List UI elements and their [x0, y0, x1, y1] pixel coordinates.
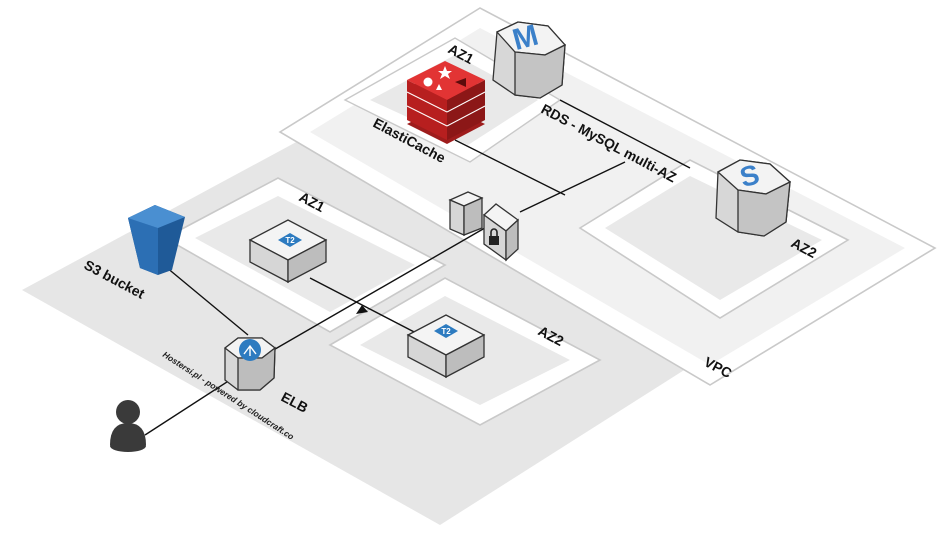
- ec2-b-type: T2: [441, 327, 451, 336]
- elb-node[interactable]: [223, 337, 277, 391]
- load-balancer-icon: [239, 339, 261, 361]
- ec2-instance-a[interactable]: T2: [248, 219, 328, 284]
- gateway-node[interactable]: [448, 191, 520, 262]
- star-icon: [438, 66, 452, 79]
- arrow-head: [356, 305, 368, 314]
- wedge-icon: [455, 78, 466, 87]
- conn-gateway-rds-standby: [519, 161, 626, 213]
- conn-elasticache-gateway: [454, 139, 566, 196]
- rds-standby-node[interactable]: S: [715, 158, 792, 237]
- conn-user-elb: [144, 379, 231, 436]
- elasticache-node[interactable]: [406, 61, 486, 144]
- conn-rds-primary-standby: [559, 99, 691, 169]
- triangle-icon: [436, 84, 442, 90]
- ec2-a-type: T2: [285, 236, 295, 245]
- conn-ec2-a-ec2-b: [309, 277, 421, 336]
- az2-db-zone: [578, 159, 850, 319]
- connections: [144, 99, 691, 436]
- t2-badge-icon: T2: [278, 233, 302, 247]
- s3-bucket-node[interactable]: [128, 205, 185, 275]
- circle-icon: [423, 77, 433, 87]
- rds-primary-node[interactable]: M: [492, 19, 567, 99]
- lock-icon: [489, 228, 499, 245]
- ec2-instance-b[interactable]: T2: [406, 314, 486, 379]
- conn-s3-elb: [159, 261, 249, 336]
- user-icon: [110, 400, 146, 452]
- conn-elb-gateway: [269, 224, 491, 353]
- t2-badge-icon: T2: [434, 324, 458, 338]
